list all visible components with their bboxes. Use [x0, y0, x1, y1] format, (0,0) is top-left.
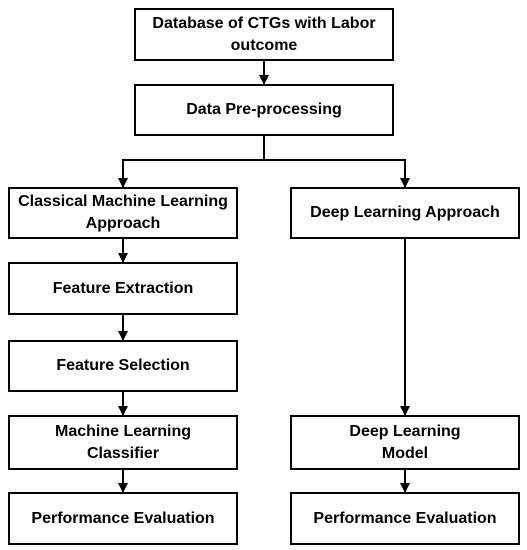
node-perf-eval-right-label: Performance Evaluation	[313, 509, 497, 527]
arrow-preprocessing-to-deep-approach	[264, 159, 410, 188]
node-feature-selection: Feature Selection	[8, 340, 238, 392]
connector-preprocessing-split	[118, 136, 265, 188]
node-feature-selection-label: Feature Selection	[56, 357, 190, 374]
node-feature-extraction: Feature Extraction	[8, 262, 238, 315]
node-classical-ml-approach: Classical Machine Learning Approach	[8, 187, 238, 239]
node-database: Database of CTGs with Labor outcome	[134, 8, 394, 61]
node-deep-learning-model: Deep Learning Model	[290, 415, 520, 470]
node-perf-eval-left: Performance Evaluation	[8, 492, 238, 545]
node-deep-learning-approach-label: Deep Learning Approach	[310, 204, 500, 221]
node-classical-ml-approach-label: Classical Machine Learning Approach	[18, 193, 228, 232]
node-preprocessing: Data Pre-processing	[134, 84, 394, 136]
node-preprocessing-label: Data Pre-processing	[186, 101, 342, 118]
node-perf-eval-right: Performance Evaluation	[290, 492, 520, 545]
node-database-label: Database of CTGs with Labor outcome	[152, 14, 376, 54]
node-deep-learning-approach: Deep Learning Approach	[290, 187, 520, 239]
node-perf-eval-left-label: Performance Evaluation	[31, 509, 215, 527]
node-feature-extraction-label: Feature Extraction	[52, 279, 194, 297]
node-ml-classifier: Machine Learning Classifier	[8, 415, 238, 470]
node-deep-learning-model-label: Deep Learning Model	[349, 422, 461, 462]
node-ml-classifier-label: Machine Learning Classifier	[54, 422, 192, 462]
